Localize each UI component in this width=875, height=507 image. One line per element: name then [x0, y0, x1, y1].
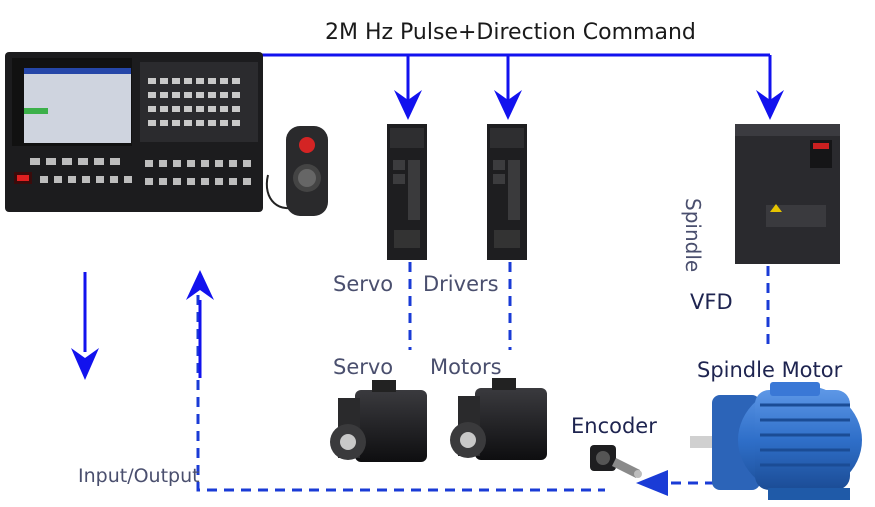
servo-driver-2: [487, 124, 527, 260]
diagram-title: 2M Hz Pulse+Direction Command: [325, 20, 696, 45]
servo-driver-1: [387, 124, 427, 260]
label-vfd: VFD: [690, 290, 733, 314]
label-encoder: Encoder: [571, 414, 657, 438]
servo-motor-2: [450, 378, 547, 460]
command-bus: [262, 53, 772, 100]
encoder-feedback-arrowhead: [636, 470, 668, 496]
encoder: [590, 445, 642, 478]
spindle-vfd: [735, 124, 840, 264]
dashed-links: [196, 262, 770, 492]
handwheel-pendant: [265, 126, 328, 216]
controller-screen: [24, 68, 131, 143]
command-arrowheads: [394, 90, 784, 120]
label-input-output: Input/Output: [78, 465, 200, 487]
label-servo-motors-word1: Servo: [333, 355, 394, 379]
spindle-motor: [690, 382, 862, 500]
cnc-controller: [5, 52, 263, 212]
io-arrows: [71, 270, 214, 380]
label-spindle-vertical: Spindle: [681, 198, 705, 273]
label-servo-drivers-word1: Servo: [333, 272, 394, 296]
label-servo-motors-word2: Motors: [430, 355, 502, 379]
servo-motor-1: [330, 380, 427, 462]
label-spindle-motor: Spindle Motor: [697, 358, 843, 382]
label-servo-drivers-word2: Drivers: [423, 272, 499, 296]
